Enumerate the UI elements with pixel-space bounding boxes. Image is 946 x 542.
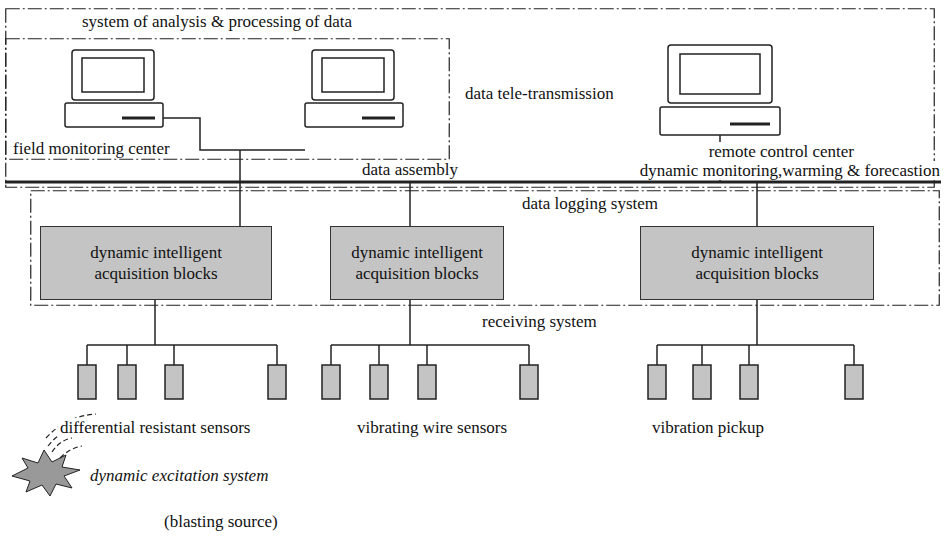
sensor (693, 365, 711, 399)
network-line (409, 182, 411, 226)
sensor (78, 365, 96, 399)
node-label: dynamic intelligent acquisition blocks (331, 242, 503, 284)
node-label: field monitoring center (13, 139, 170, 158)
sensor (322, 365, 340, 399)
node-label: dynamic intelligent acquisition blocks (69, 242, 244, 284)
computer-icon (305, 50, 403, 127)
text-label: data assembly (360, 160, 460, 179)
sensor (418, 365, 436, 399)
text-label: remote control center (707, 142, 856, 161)
node-label: system of analysis & processing of data (82, 12, 352, 31)
text-label: differential resistant sensors (58, 418, 252, 437)
sensor (648, 365, 666, 399)
computer-icon (660, 45, 780, 135)
computer-icon (65, 50, 163, 127)
sensor-wiring (87, 300, 854, 365)
sensor (845, 365, 863, 399)
network-line (239, 150, 241, 182)
text-label: receiving system (480, 312, 599, 331)
sensor (118, 365, 136, 399)
data-bus (5, 181, 941, 184)
text-label: dynamic excitation system (88, 466, 270, 485)
text-label: data tele-transmission (463, 84, 616, 103)
node-label: data logging system (522, 194, 658, 213)
sensor (740, 365, 758, 399)
text-label: vibration pickup (650, 418, 766, 437)
system-region: data logging system dynamic intelligent a… (30, 190, 940, 306)
network-line (239, 182, 241, 226)
network-line (163, 118, 305, 150)
sensor (165, 365, 183, 399)
blast-symbol (12, 450, 80, 496)
system-region: field monitoring center (5, 38, 450, 160)
sensor (370, 365, 388, 399)
text-label: dynamic monitoring,warming & forecastion (638, 161, 942, 180)
text-label: (blasting source) (162, 512, 280, 531)
node-label: dynamic intelligent acquisition blocks (670, 242, 845, 284)
text-label: vibrating wire sensors (355, 418, 509, 437)
acquisition-block: dynamic intelligent acquisition blocks (330, 226, 504, 300)
network-line (756, 182, 758, 226)
sensor (268, 365, 286, 399)
sensor-group (78, 365, 863, 399)
sensor (520, 365, 538, 399)
acquisition-block: dynamic intelligent acquisition blocks (40, 226, 272, 300)
acquisition-block: dynamic intelligent acquisition blocks (640, 226, 874, 300)
